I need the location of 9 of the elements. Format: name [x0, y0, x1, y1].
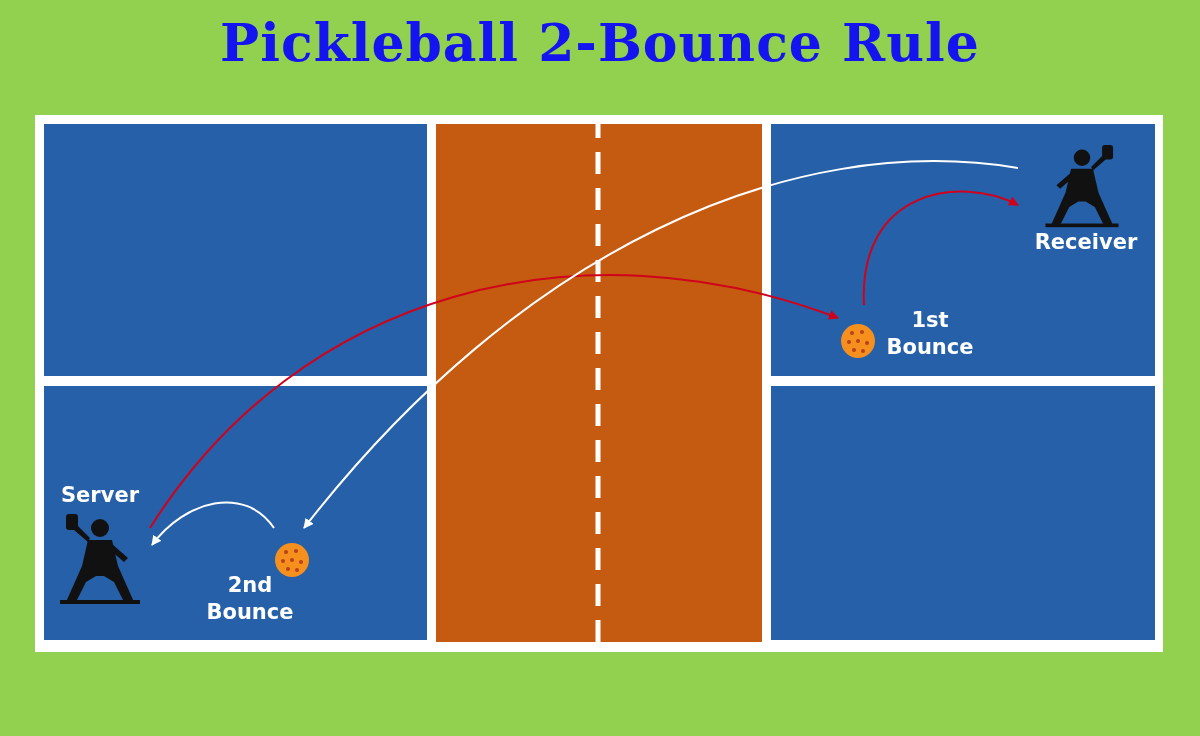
bounce-label: 2nd Bounce	[205, 572, 295, 626]
player-label: Server	[60, 482, 140, 509]
bounce-label: 1st Bounce	[885, 307, 975, 361]
title: Pickleball 2-Bounce Rule	[219, 12, 981, 73]
arrow	[149, 275, 839, 529]
arrow	[863, 190, 1019, 306]
arrow	[151, 501, 275, 546]
arrow	[303, 160, 1019, 529]
player-label: Receiver	[1033, 229, 1139, 256]
